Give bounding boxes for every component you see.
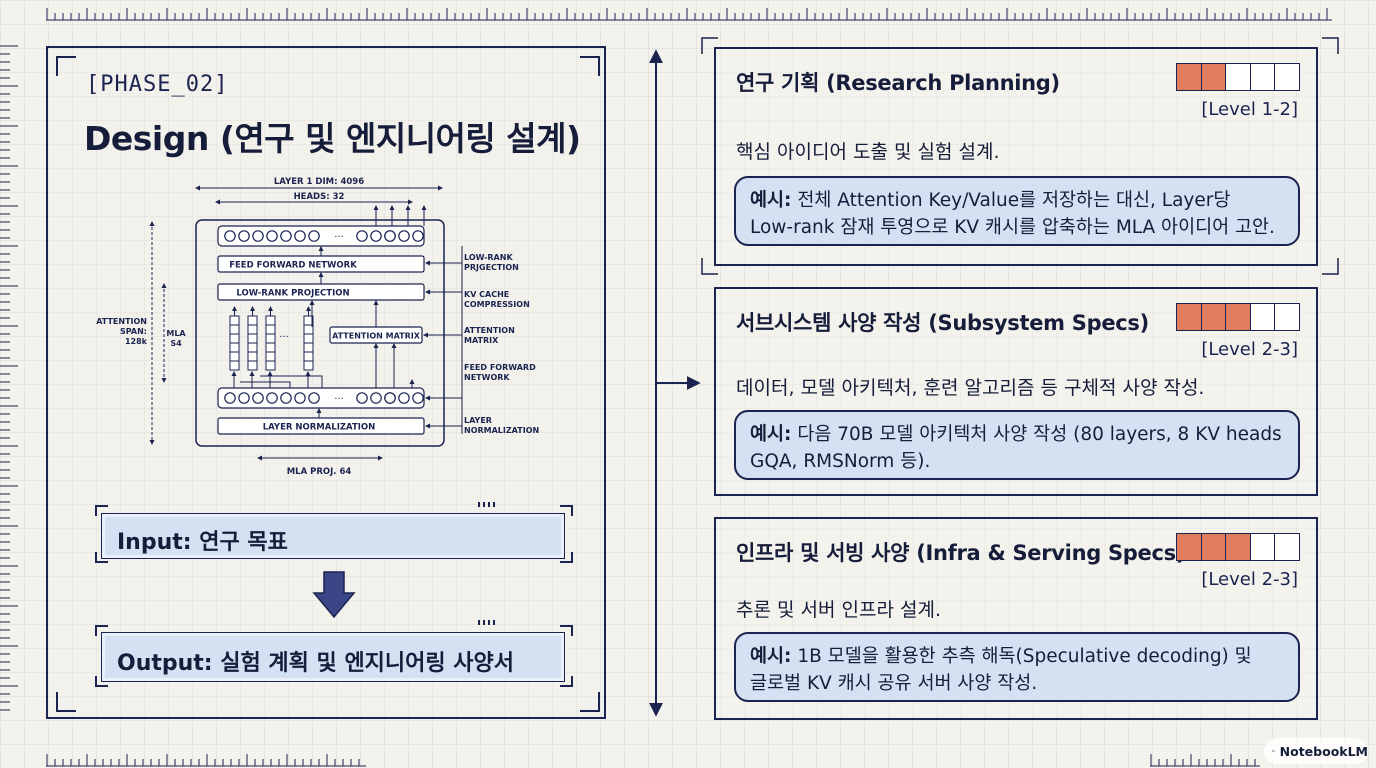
level-segment	[1250, 534, 1276, 560]
bottom-ruler-left	[46, 754, 366, 767]
panel-corner	[56, 692, 76, 712]
brand-label: NotebookLM	[1279, 743, 1368, 759]
ffn-block-label: FEED FORWARD NETWORK	[229, 261, 357, 271]
level-segment	[1250, 64, 1276, 90]
example-box: 예시: 다음 70B 모델 아키텍처 사양 작성 (80 layers, 8 K…	[734, 410, 1300, 480]
level-segment	[1177, 534, 1202, 560]
notebooklm-logo-icon	[1272, 750, 1275, 752]
level-segment	[1201, 304, 1227, 330]
example-line-2: Low-rank 잠재 투영으로 KV 캐시를 압축하는 MLA 아이디어 고안…	[750, 217, 1275, 238]
callout-lowrank-2: PRJGECTION	[464, 263, 519, 272]
callout-ffn-2: NETWORK	[464, 373, 510, 382]
card-infra-serving-specs: 인프라 및 서빙 사양 (Infra & Serving Specs) [Lev…	[714, 517, 1318, 720]
level-segment	[1177, 64, 1202, 90]
level-segment	[1226, 64, 1251, 90]
example-prefix: 예시:	[750, 190, 792, 211]
card-description: 데이터, 모델 아키텍처, 훈련 알고리즘 등 구체적 사양 작성.	[736, 377, 1205, 399]
example-prefix: 예시:	[750, 646, 792, 667]
lowrank-block-label: LOW-RANK PROJECTION	[236, 289, 349, 299]
down-arrow-icon	[312, 571, 356, 619]
notebooklm-badge: NotebookLM	[1264, 738, 1368, 764]
mla-s4-label-1: MLA	[166, 329, 186, 338]
level-segment	[1275, 64, 1299, 90]
bottom-row-ellipsis: ···	[334, 394, 344, 405]
example-line-2: 글로벌 KV 캐시 공유 서버 사양 작성.	[750, 673, 1038, 694]
callout-attn-2: MATRIX	[464, 336, 499, 345]
card-corners	[701, 37, 1339, 275]
panel-corner	[580, 56, 600, 76]
callout-ffn-1: FEED FORWARD	[464, 363, 536, 372]
input-box: Input: 연구 목표	[101, 513, 565, 559]
callout-norm-1: LAYER	[464, 416, 492, 425]
level-label: [Level 1-2]	[1201, 99, 1298, 120]
panel-corner	[56, 56, 76, 76]
level-segment	[1201, 64, 1227, 90]
example-line-1: 다음 70B 모델 아키텍처 사양 작성 (80 layers, 8 KV he…	[797, 424, 1282, 445]
callout-lowrank-1: LOW-RANK	[464, 253, 513, 262]
phase-tag: [PHASE_02]	[86, 72, 229, 97]
level-indicator	[1176, 533, 1300, 561]
connector-arrows	[649, 49, 701, 717]
top-row-ellipsis: ···	[334, 232, 344, 243]
mla-proj-label: MLA PROJ. 64	[287, 467, 352, 477]
example-line-1: 1B 모델을 활용한 추측 해독(Speculative decoding) 및	[797, 646, 1252, 667]
layer-dim-label: LAYER 1 DIM: 4096	[274, 177, 364, 187]
card-title: 인프라 및 서빙 사양 (Infra & Serving Specs)	[736, 541, 1186, 565]
level-indicator	[1176, 303, 1300, 331]
attention-span-label-2: SPAN:	[120, 327, 147, 336]
level-segment	[1226, 534, 1251, 560]
level-segment	[1226, 304, 1251, 330]
level-label: [Level 2-3]	[1201, 339, 1298, 360]
example-line-2: GQA, RMSNorm 등).	[750, 451, 931, 472]
card-description: 핵심 아이디어 도출 및 실험 설계.	[736, 141, 1000, 163]
level-segment	[1275, 534, 1299, 560]
level-segment	[1177, 304, 1202, 330]
callout-kv-1: KV CACHE	[464, 290, 509, 299]
left-ruler	[0, 45, 18, 711]
callout-attn-1: ATTENTION	[464, 326, 515, 335]
callout-norm-2: NORMALIZATION	[464, 426, 539, 435]
example-prefix: 예시:	[750, 424, 792, 445]
card-title: 서브시스템 사양 작성 (Subsystem Specs)	[736, 311, 1149, 335]
phase-title: Design (연구 및 엔지니어링 설계)	[84, 119, 581, 158]
callout-kv-2: COMPRESSION	[464, 300, 530, 309]
output-box: Output: 실험 계획 및 엔지니어링 사양서	[101, 632, 565, 682]
panel-corner	[580, 692, 600, 712]
mla-s4-label-2: S4	[170, 339, 182, 348]
card-description: 추론 및 서버 인프라 설계.	[736, 599, 941, 621]
level-label: [Level 2-3]	[1201, 569, 1298, 590]
example-line-1: 전체 Attention Key/Value를 저장하는 대신, Layer당	[797, 190, 1231, 211]
architecture-diagram: LAYER 1 DIM: 4096 HEADS: 32 ··· FEED FOR…	[96, 177, 539, 477]
top-ruler	[46, 8, 1332, 21]
level-segment	[1201, 534, 1227, 560]
level-segment	[1275, 304, 1299, 330]
example-box: 예시: 1B 모델을 활용한 추측 해독(Speculative decodin…	[734, 632, 1300, 702]
attention-matrix-block-label: ATTENTION MATRIX	[332, 332, 421, 341]
example-box: 예시: 전체 Attention Key/Value를 저장하는 대신, Lay…	[734, 176, 1300, 246]
stack-ellipsis: ···	[279, 332, 289, 343]
card-subsystem-specs: 서브시스템 사양 작성 (Subsystem Specs) [Level 2-3…	[714, 287, 1318, 496]
layer-norm-block-label: LAYER NORMALIZATION	[263, 423, 376, 433]
input-brackets	[95, 502, 573, 563]
level-segment	[1250, 304, 1276, 330]
card-title: 연구 기획 (Research Planning)	[736, 71, 1060, 95]
output-brackets	[95, 620, 573, 687]
card-research-planning: 연구 기획 (Research Planning) [Level 1-2] 핵심…	[714, 47, 1318, 266]
attention-span-label-3: 128k	[125, 337, 148, 346]
attention-span-label-1: ATTENTION	[96, 317, 147, 326]
level-indicator	[1176, 63, 1300, 91]
bottom-ruler-right	[1150, 754, 1260, 767]
heads-label: HEADS: 32	[294, 192, 345, 202]
